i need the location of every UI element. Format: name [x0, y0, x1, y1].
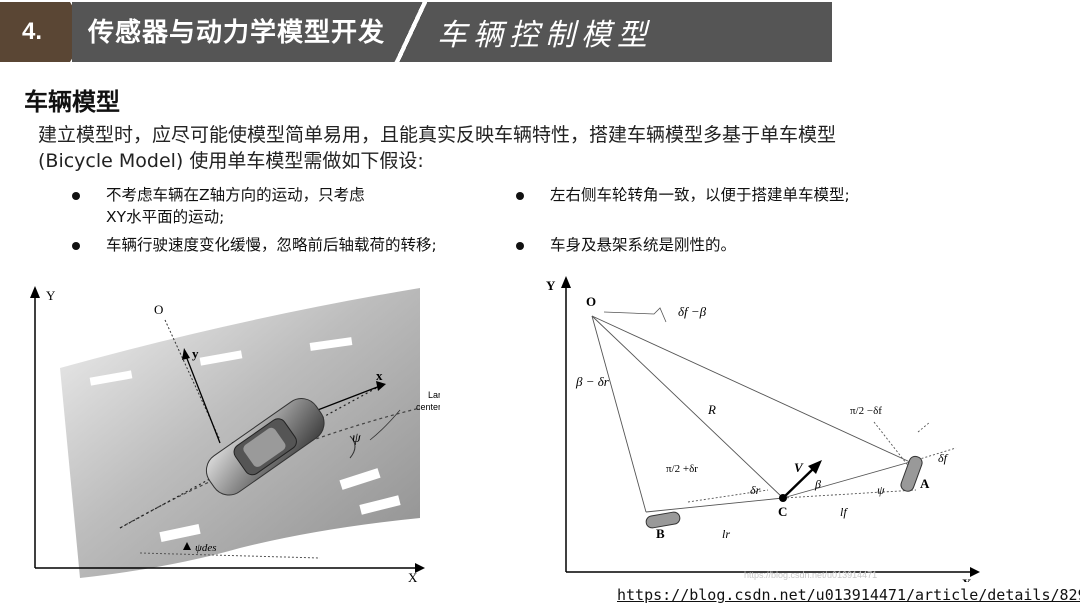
point-b-label: B [656, 526, 665, 541]
bullet-dot [516, 192, 524, 200]
car-body [205, 398, 325, 496]
pi2-minus-df-label: π/2 −δf [850, 405, 882, 417]
y-axis-arrow [30, 286, 40, 298]
assumption-item: 左右侧车轮转角一致，以便于搭建单车模型; [516, 184, 1016, 206]
point-c-label: C [778, 504, 787, 519]
x-axis-arrow [970, 567, 980, 577]
bullet-dot [72, 192, 80, 200]
rear-wheel [645, 511, 681, 529]
point-o-label: O [586, 294, 596, 309]
df-minus-beta-label: δf −β [678, 304, 707, 319]
local-x-arrow [376, 381, 386, 391]
local-x-label: x [376, 368, 383, 383]
beta-label: β [814, 477, 821, 491]
title-separator [392, 2, 432, 62]
assumption-text: 左右侧车轮转角一致，以便于搭建单车模型; [550, 186, 850, 204]
assumption-text: 车辆行驶速度变化缓慢，忽略前后轴载荷的转移; [106, 236, 437, 254]
watermark: https://blog.csdn.net/u013914471 [744, 570, 877, 580]
road-surface [60, 288, 420, 578]
y-axis-arrow [561, 276, 571, 288]
section-title: 车辆模型 [24, 88, 120, 116]
slide-subtitle: 车辆控制模型 [437, 18, 653, 53]
velocity-vector [782, 467, 815, 499]
delta-arc-top [603, 307, 667, 323]
velocity-label: V [794, 460, 804, 475]
lf-label: lf [840, 505, 848, 519]
bicycle-model-figure: Y X O δf −β β − δr R π/2 −δf π/2 +δr δr … [546, 276, 980, 582]
assumption-text: 不考虑车辆在Z轴方向的运动，只考虑 XY水平面的运动; [106, 186, 365, 226]
pi2-plus-dr-label: π/2 +δr [666, 463, 698, 475]
section-number: 4. [22, 18, 43, 45]
section-number-block: 4. [0, 2, 88, 62]
assumption-text: 车身及悬架系统是刚性的。 [550, 236, 737, 254]
y-axis-label: Y [546, 278, 556, 293]
lane-vehicle-figure: Y X O x y ψ Lane centerline ψdes [30, 286, 440, 584]
assumption-item: 车身及悬架系统是刚性的。 [516, 234, 916, 256]
bullet-dot [516, 242, 524, 250]
delta-f-label: δf [938, 451, 949, 465]
delta-r-label: δr [750, 483, 761, 497]
psi-label: ψ [352, 431, 361, 446]
lane-label-2: centerline [416, 402, 440, 412]
lane-label-1: Lane [428, 390, 440, 400]
x-axis-label: X [962, 576, 972, 582]
assumption-item: 不考虑车辆在Z轴方向的运动，只考虑 XY水平面的运动; [72, 184, 492, 228]
intro-paragraph: 建立模型时，应尽可能使模型简单易用，且能真实反映车辆特性，搭建车辆模型多基于单车… [38, 122, 1038, 174]
bullet-dot [72, 242, 80, 250]
geometry-lines [591, 315, 957, 513]
psi-label: ψ [877, 483, 885, 497]
y-axis-label: Y [46, 288, 56, 303]
lane-centerline [119, 407, 421, 529]
psi-des-label: ψdes [195, 542, 217, 554]
lane-dashes [89, 337, 440, 543]
heading-line [119, 385, 381, 529]
point-a-label: A [920, 476, 930, 491]
x-axis-label: X [408, 570, 418, 584]
local-y-axis [185, 355, 221, 444]
front-wheel [900, 455, 923, 492]
lr-label: lr [722, 527, 730, 541]
assumption-item: 车辆行驶速度变化缓慢，忽略前后轴载荷的转移; [72, 234, 512, 256]
local-y-arrow [182, 348, 190, 360]
intro-line-1: 建立模型时，应尽可能使模型简单易用，且能真实反映车辆特性，搭建车辆模型多基于单车… [38, 124, 837, 146]
origin-label: O [154, 302, 163, 317]
intro-line-2: (Bicycle Model) 使用单车模型需做如下假设: [38, 150, 424, 172]
radius-label: R [707, 402, 716, 417]
beta-minus-dr-label: β − δr [575, 374, 610, 389]
lane-label-leader [369, 409, 401, 441]
local-y-label: y [192, 346, 199, 361]
slide-header: 4. 传感器与动力学模型开发 车辆控制模型 [0, 0, 1080, 68]
source-link[interactable]: https://blog.csdn.net/u013914471/article… [617, 586, 1080, 604]
velocity-arrow [808, 460, 822, 474]
psi-des-arrow [183, 542, 191, 550]
title-bar [72, 2, 832, 62]
psi-arc [349, 435, 356, 459]
slide-title: 传感器与动力学模型开发 [88, 18, 386, 48]
x-axis-arrow [415, 563, 425, 573]
